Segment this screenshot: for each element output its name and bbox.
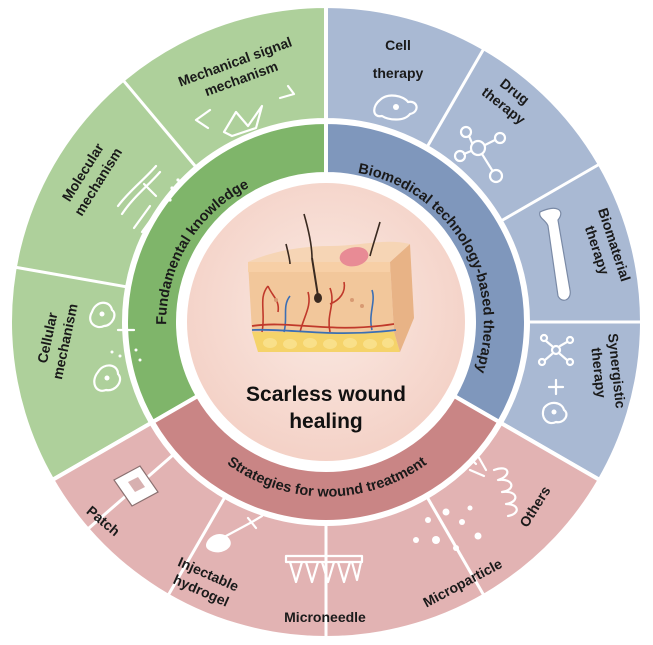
- segment-label-cell-therapy-2: therapy: [373, 65, 424, 81]
- segment-label-cell-therapy-1: Cell: [385, 37, 411, 53]
- segment-label-microneedle: Microneedle: [284, 609, 366, 625]
- center-title-line2: healing: [289, 410, 363, 433]
- center-title-line1: Scarless wound: [246, 383, 406, 406]
